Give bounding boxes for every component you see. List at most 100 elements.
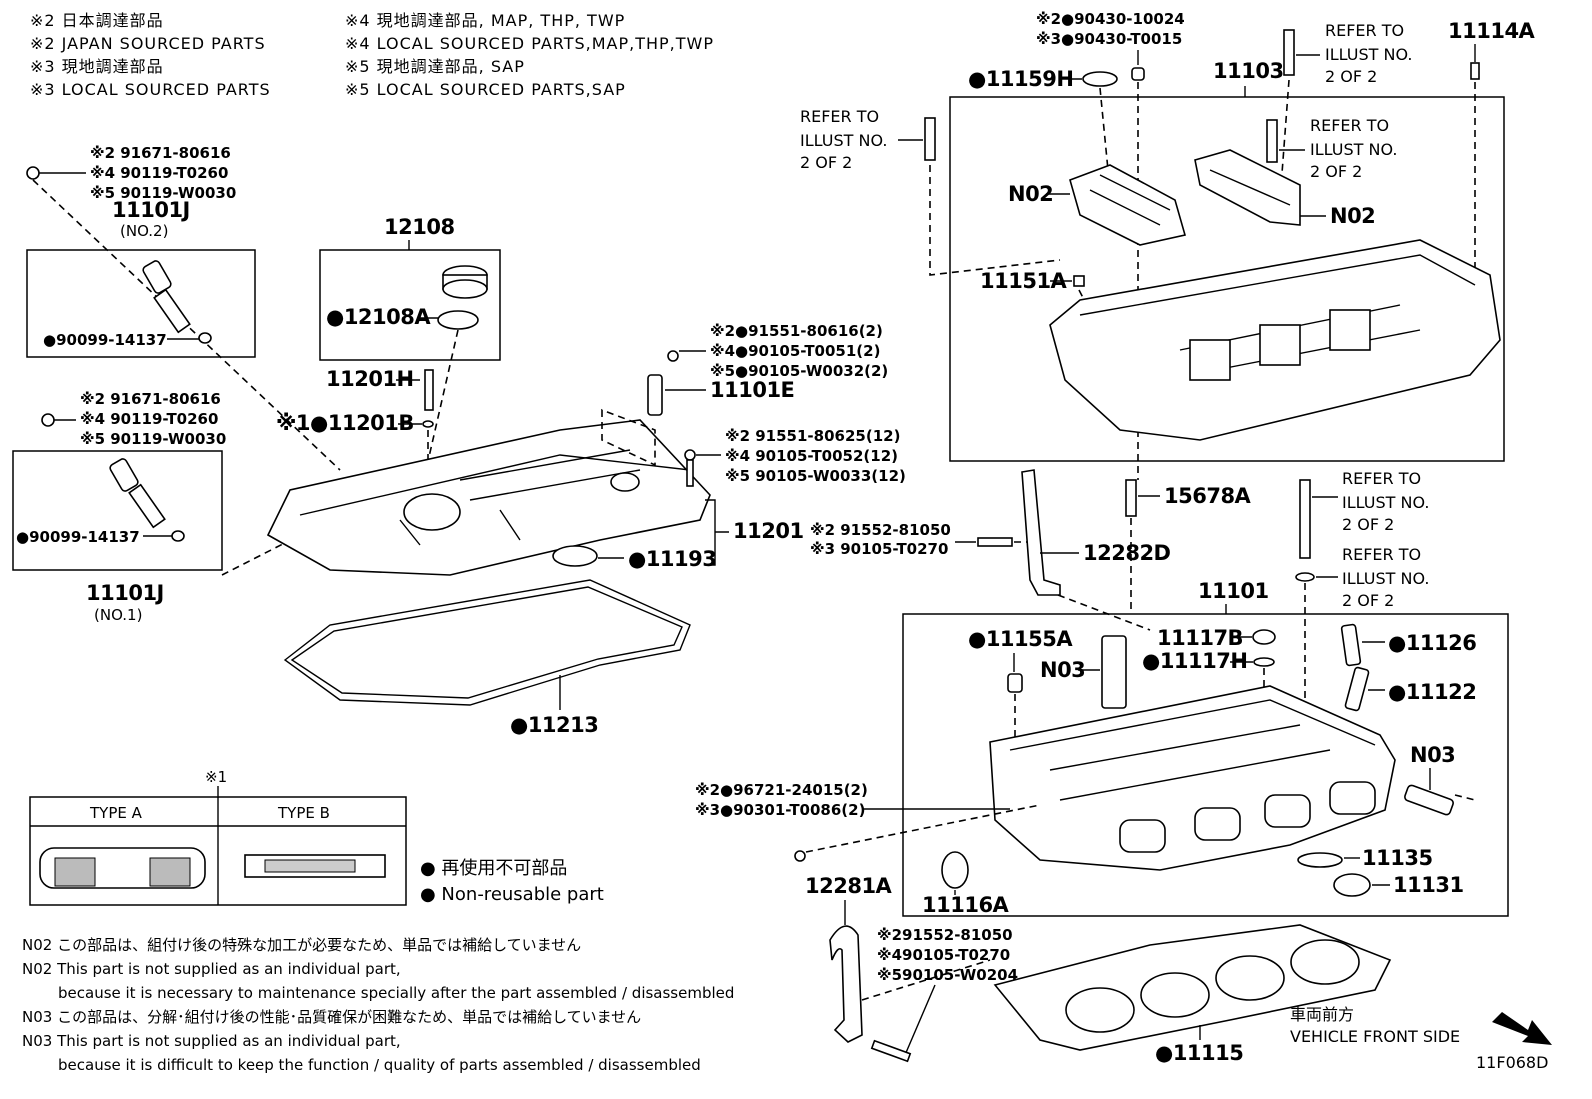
part-label-11115: ●11115 — [1155, 1041, 1243, 1065]
bolt-shaft-icon — [686, 459, 694, 487]
note-line: N03 この部品は、分解･組付け後の性能･品質確保が困難なため、単品では補給して… — [22, 1008, 641, 1026]
bolt-icon — [424, 369, 434, 411]
engine-hanger-icon — [1021, 469, 1061, 596]
refer-line: REFER TO — [1342, 469, 1421, 488]
ocv-no1-box — [12, 450, 223, 571]
refer-line: 2 OF 2 — [1325, 67, 1377, 86]
part-number: ※5●90105-W0032(2) — [710, 362, 888, 380]
refer-line: REFER TO — [800, 107, 879, 126]
part-label-11201B: ※1●11201B — [276, 411, 414, 435]
plug-icon — [794, 850, 806, 862]
cylinder-head-gasket-icon — [993, 924, 1392, 1051]
refer-line: ILLUST NO. — [1342, 569, 1429, 588]
notes: N02 この部品は、組付け後の特殊な加工が必要なため、単品では補給していません … — [22, 936, 734, 1074]
part-number: ※291552-81050 — [877, 926, 1013, 944]
key-english: ● Non-reusable part — [420, 884, 604, 905]
front-label-english: VEHICLE FRONT SIDE — [1290, 1027, 1460, 1046]
camshaft-housing-box — [949, 96, 1505, 462]
key-japanese: ● 再使用不可部品 — [420, 858, 567, 879]
dashed-guide — [1099, 87, 1109, 171]
refer-line: ILLUST NO. — [800, 131, 887, 150]
type-table: TYPE A TYPE B — [29, 796, 407, 906]
part-label-11101J-no2: 11101J — [112, 198, 190, 222]
legend-line: ※3 LOCAL SOURCED PARTS — [30, 80, 271, 99]
bolt-icon — [26, 166, 40, 180]
refer-line: REFER TO — [1342, 545, 1421, 564]
note-line: because it is difficult to keep the func… — [58, 1056, 701, 1074]
dashed-guide — [929, 165, 1061, 276]
pin-icon — [1073, 275, 1085, 287]
note-line: N02 この部品は、組付け後の特殊な加工が必要なため、単品では補給していません — [22, 936, 581, 954]
part-label-12108: 12108 — [384, 215, 455, 239]
part-number: ※2●96721-24015(2) — [695, 781, 868, 799]
seal-icon — [941, 851, 969, 889]
oil-filler-cap-icon — [437, 265, 488, 330]
part-number: ※2●90430-10024 — [1036, 10, 1185, 28]
part-number: ※2 91552-81050 — [810, 521, 951, 539]
refer-note-e: REFER TO ILLUST NO. 2 OF 2 — [1342, 545, 1429, 610]
refer-line: REFER TO — [1325, 21, 1404, 40]
valve-guide-bush-icon — [1101, 635, 1127, 709]
dashed-guide — [32, 179, 341, 471]
part-label-11159H: ●11159H — [968, 67, 1073, 91]
part-number: ※3●90430-T0015 — [1036, 30, 1182, 48]
plug-icon — [1131, 67, 1145, 81]
cylinder-head-cover-icon — [266, 419, 711, 576]
part-number: ※490105-T0270 — [877, 946, 1010, 964]
bolt-icon — [870, 1039, 912, 1063]
hanger-bolt-labels: ※291552-81050 ※490105-T0270 ※590105-W020… — [877, 926, 1018, 984]
dashed-guide — [861, 959, 991, 1001]
ocv-no2-box — [26, 249, 256, 358]
part-label-11117H: ●11117H — [1142, 649, 1247, 673]
type-table-mark: ※1 — [205, 768, 227, 786]
note-line: N02 This part is not supplied as an indi… — [22, 960, 401, 978]
note-line: because it is necessary to maintenance s… — [58, 984, 734, 1002]
part-sub-label: (NO.2) — [120, 222, 168, 240]
part-label-11122: ●11122 — [1388, 680, 1476, 704]
bracket-bolt-labels: ※2 91552-81050 ※3 90105-T0270 — [810, 521, 951, 558]
stud-icon — [1344, 666, 1370, 712]
dashed-guide — [805, 804, 1041, 853]
washer-icon — [1295, 572, 1315, 582]
part-label-N02: N02 — [1330, 204, 1375, 228]
dashed-guide — [601, 408, 656, 467]
cover-bolt-labels: ※2 91551-80625(12) ※4 90105-T0052(12) ※5… — [725, 427, 906, 485]
part-number: ※5 90105-W0033(12) — [725, 467, 906, 485]
refer-line: ILLUST NO. — [1325, 45, 1412, 64]
part-number: ※4 90105-T0052(12) — [725, 447, 898, 465]
illustration-code: 11F068D — [1476, 1053, 1548, 1072]
refer-note-a: REFER TO ILLUST NO. 2 OF 2 — [1325, 21, 1412, 86]
part-label-12282D: 12282D — [1083, 541, 1171, 565]
part-number: ※4●90105-T0051(2) — [710, 342, 880, 360]
part-number: ※3●90301-T0086(2) — [695, 801, 865, 819]
part-label-11101J-no1: 11101J — [86, 581, 164, 605]
part-label-11193: ●11193 — [628, 547, 716, 571]
refer-note-b: REFER TO ILLUST NO. 2 OF 2 — [800, 107, 887, 172]
gasket-icon — [1297, 852, 1343, 868]
refer-line: ILLUST NO. — [1342, 493, 1429, 512]
legend-line: ※4 現地調達部品, MAP, THP, TWP — [345, 11, 625, 30]
legend: ※2 日本調達部品 ※2 JAPAN SOURCED PARTS ※3 現地調達… — [30, 11, 713, 99]
part-number: ※4 90119-T0260 — [80, 410, 218, 428]
camshaft-housing-icon — [1049, 239, 1501, 441]
ocv-lower-bolt-labels: ※2 91671-80616 ※4 90119-T0260 ※5 90119-W… — [80, 390, 226, 448]
refer-line: 2 OF 2 — [800, 153, 852, 172]
refer-line: 2 OF 2 — [1342, 591, 1394, 610]
part-number: ※2●91551-80616(2) — [710, 322, 883, 340]
part-label-11114A: 11114A — [1448, 19, 1536, 43]
refer-note-d: REFER TO ILLUST NO. 2 OF 2 — [1342, 469, 1429, 534]
part-label-12281A: 12281A — [805, 874, 893, 898]
part-number: ※2 91671-80616 — [80, 390, 221, 408]
part-label-11117B: 11117B — [1157, 626, 1243, 650]
pin-icon — [1007, 673, 1023, 693]
plug-icon — [1252, 629, 1276, 645]
bolt-icon — [924, 117, 936, 161]
refer-note-c: REFER TO ILLUST NO. 2 OF 2 — [1310, 116, 1397, 181]
seal-icon — [1082, 71, 1118, 87]
spark-plug-tube-gasket-icon — [552, 545, 598, 567]
legend-line: ※2 JAPAN SOURCED PARTS — [30, 34, 266, 53]
part-label-15678A: 15678A — [1164, 484, 1252, 508]
bolt-icon — [1283, 29, 1295, 76]
ocv-no2-icon — [142, 260, 212, 344]
